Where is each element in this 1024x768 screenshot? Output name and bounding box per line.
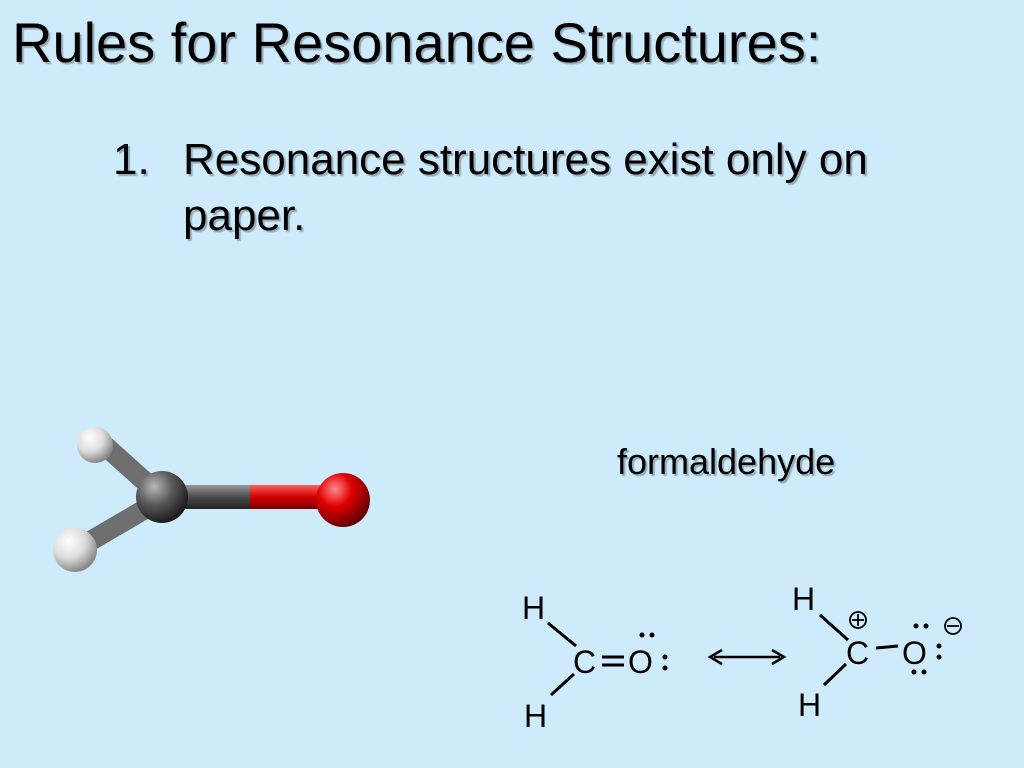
hydrogen-atom-bottom (53, 528, 97, 572)
negative-charge-icon (944, 617, 962, 635)
lewis-resonance-structures: H H C O H H C O (522, 581, 962, 734)
oxygen-label: O (628, 644, 653, 680)
rule-list: 1. Resonance structures exist only on pa… (113, 132, 993, 244)
rule-number: 1. (113, 135, 150, 184)
positive-charge-icon (849, 611, 867, 629)
resonance-arrow-icon (707, 648, 787, 666)
rule-text: Resonance structures exist only on paper… (183, 135, 868, 240)
lewis-structure-right: H H C O (792, 581, 962, 723)
lewis-structure-left: H H C O (522, 590, 668, 734)
single-bond (547, 621, 577, 648)
rule-item: 1. Resonance structures exist only on pa… (113, 132, 993, 244)
hydrogen-label: H (792, 581, 815, 617)
carbon-label: C (573, 644, 596, 680)
lone-pair (913, 623, 929, 629)
carbon-label: C (846, 635, 869, 671)
lone-pair (639, 632, 655, 638)
hydrogen-label: H (524, 698, 547, 734)
slide-title: Rules for Resonance Structures: (12, 11, 822, 74)
lone-pair (662, 654, 668, 671)
single-bond (549, 672, 576, 697)
oxygen-label: O (902, 635, 927, 671)
oxygen-atom (316, 473, 370, 527)
hydrogen-label: H (798, 687, 821, 723)
formaldehyde-ball-stick-model (53, 427, 370, 572)
single-bond (819, 613, 849, 642)
lone-pair (936, 643, 942, 660)
hydrogen-label: H (522, 590, 545, 626)
single-bond (822, 662, 848, 687)
lone-pair (911, 669, 927, 675)
carbon-atom (136, 471, 188, 523)
molecule-name-label: formaldehyde (617, 441, 836, 482)
hydrogen-atom-top (77, 427, 113, 463)
single-bond (875, 644, 899, 650)
